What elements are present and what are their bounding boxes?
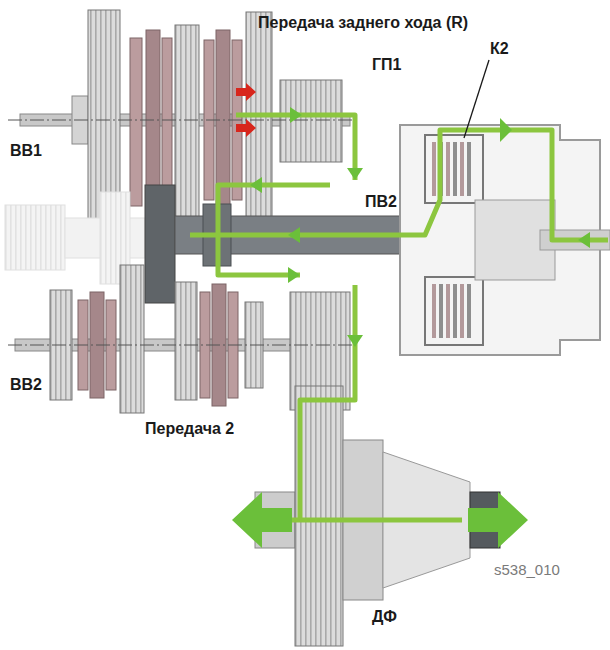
- clutch-disc: [439, 284, 443, 338]
- gear: [175, 282, 197, 400]
- output-arrow: [232, 492, 292, 548]
- shift-arrow: [236, 83, 256, 101]
- clutch-disc: [432, 284, 436, 338]
- flow-arrowhead: [290, 107, 302, 123]
- output-arrow: [468, 492, 528, 548]
- clutch-disc: [453, 142, 457, 196]
- clutch-disc: [446, 142, 450, 196]
- part-label: ГП1: [372, 56, 401, 74]
- clutch-disc: [446, 284, 450, 338]
- flow-arrowhead: [578, 232, 590, 248]
- axis-line: [8, 345, 352, 346]
- shift-arrow: [236, 119, 256, 137]
- faded-gear: [5, 205, 65, 270]
- flow-arrowhead: [288, 227, 300, 243]
- clutch-disc: [467, 284, 471, 338]
- shaft-gear: [145, 185, 175, 303]
- clutch-disc: [460, 284, 464, 338]
- flow-arrowhead: [250, 177, 262, 193]
- clutch-drum: [425, 135, 483, 203]
- clutch-disc: [453, 284, 457, 338]
- flow-line: [268, 518, 462, 523]
- clutch-drum: [425, 277, 483, 345]
- figure-code: s538_010: [494, 562, 560, 579]
- synchro-ring: [162, 38, 172, 206]
- axis-line: [8, 120, 352, 121]
- gear: [120, 265, 144, 413]
- gear: [175, 25, 199, 217]
- synchro-ring: [130, 38, 142, 206]
- flow-arrows: [232, 107, 590, 548]
- flow-arrowhead: [347, 168, 363, 180]
- clutch-disc: [460, 142, 464, 196]
- clutch: [400, 125, 610, 355]
- flow-arrowhead: [347, 335, 363, 347]
- output-pinion: [280, 80, 342, 162]
- reverse-gear: [246, 12, 272, 230]
- flow-arrowhead: [500, 118, 512, 142]
- gear-label: Передача 2: [145, 420, 234, 438]
- shaft-label: ВВ2: [10, 376, 42, 394]
- clutch-disc: [467, 142, 471, 196]
- part-label: К2: [490, 40, 509, 58]
- flow-line: [218, 185, 330, 275]
- leader-line: [464, 60, 489, 138]
- shaft-label: ВВ1: [10, 142, 42, 160]
- flow-line: [236, 115, 355, 180]
- shaft-label: ПВ2: [365, 193, 397, 211]
- flow-line: [300, 285, 355, 520]
- clutch-disc: [432, 142, 436, 196]
- flow-arrowhead: [288, 267, 300, 283]
- power-flow: [190, 115, 608, 520]
- upper-shaft: [8, 10, 352, 232]
- gear-label: Передача заднего хода (R): [258, 14, 468, 32]
- flow-line: [190, 130, 608, 240]
- part-label: ДФ: [372, 608, 397, 626]
